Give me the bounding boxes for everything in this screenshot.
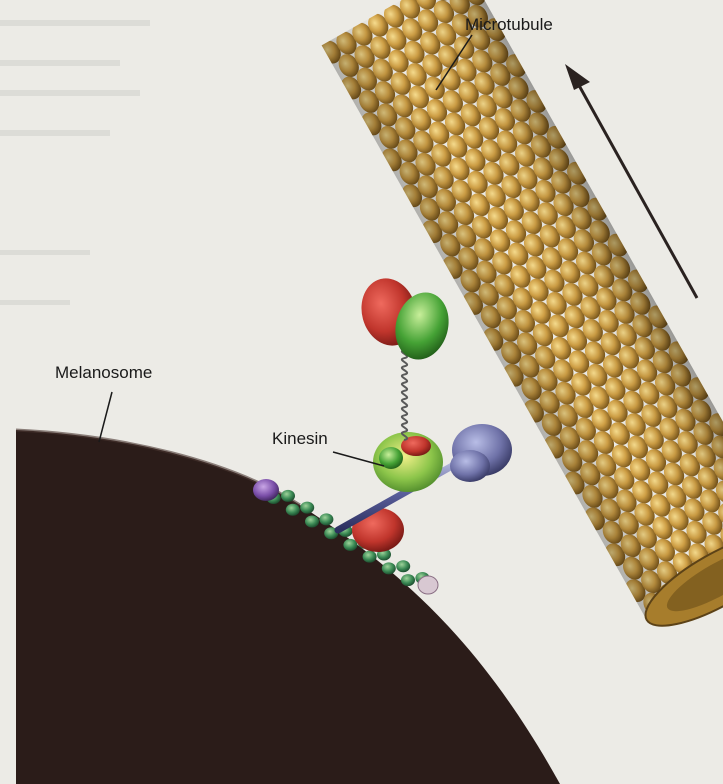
kinesin-coiled-coil <box>402 350 407 440</box>
actin-subunit <box>382 562 396 574</box>
actin-subunit <box>396 560 410 572</box>
end-cap-protein <box>418 576 438 594</box>
background-scan-texture <box>0 20 150 305</box>
melanosome-shape <box>16 430 560 784</box>
actin-subunit <box>300 502 314 514</box>
actin-subunit <box>363 551 377 563</box>
actin-subunit <box>319 513 333 525</box>
label-kinesin: Kinesin <box>272 429 328 448</box>
arrow-up-left-icon <box>565 64 590 90</box>
actin-subunit <box>305 515 319 527</box>
actin-subunit <box>343 539 357 551</box>
actin-subunit <box>286 504 300 516</box>
label-microtubule: Microtubule <box>465 15 553 34</box>
actin-subunit <box>401 574 415 586</box>
label-melanosome: Melanosome <box>55 363 152 382</box>
actin-subunit <box>281 490 295 502</box>
melanosome-leader <box>99 392 112 442</box>
purple-cap-protein <box>253 479 279 501</box>
